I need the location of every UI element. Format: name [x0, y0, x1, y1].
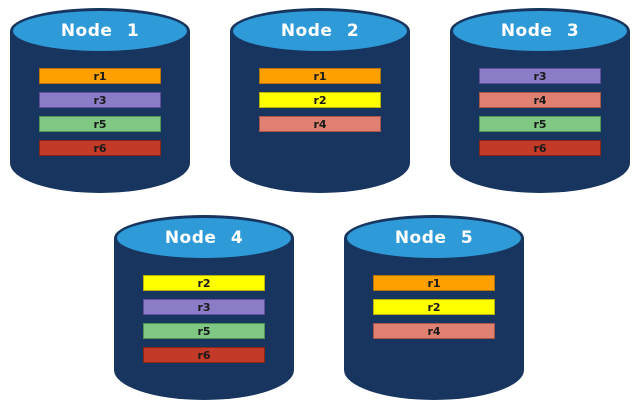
replica-bar-r3: r3 — [479, 68, 601, 84]
replica-bar-r1: r1 — [259, 68, 381, 84]
db-node-3: Node 3 r3 r4 r5 r6 — [450, 8, 630, 193]
replica-bar-r1: r1 — [373, 275, 495, 291]
replica-bar-r4: r4 — [479, 92, 601, 108]
replica-label: r2 — [197, 276, 211, 290]
replica-list: r1 r2 r4 — [230, 68, 410, 132]
db-cylinder-body — [230, 31, 410, 193]
replica-label: r2 — [313, 93, 327, 107]
replica-bar-r3: r3 — [143, 299, 265, 315]
replica-label: r1 — [313, 69, 327, 83]
replica-bar-r5: r5 — [39, 116, 161, 132]
replica-list: r1 r3 r5 r6 — [10, 68, 190, 156]
replica-label: r2 — [427, 300, 441, 314]
db-node-5: Node 5 r1 r2 r4 — [344, 215, 524, 400]
node-title: Node 4 — [164, 228, 244, 248]
replica-bar-r2: r2 — [259, 92, 381, 108]
replica-bar-r6: r6 — [479, 140, 601, 156]
replica-label: r5 — [533, 117, 547, 131]
replica-label: r3 — [93, 93, 107, 107]
replica-list: r2 r3 r5 r6 — [114, 275, 294, 363]
node-title: Node 3 — [500, 21, 580, 41]
replica-bar-r6: r6 — [143, 347, 265, 363]
replica-label: r6 — [533, 141, 547, 155]
replica-label: r1 — [427, 276, 441, 290]
db-cylinder-body — [450, 31, 630, 193]
node-title: Node 5 — [394, 228, 474, 248]
db-cylinder-top: Node 2 — [230, 8, 410, 54]
replica-label: r4 — [427, 324, 441, 338]
db-cylinder-top: Node 3 — [450, 8, 630, 54]
replica-bar-r5: r5 — [143, 323, 265, 339]
replica-bar-r1: r1 — [39, 68, 161, 84]
replica-bar-r6: r6 — [39, 140, 161, 156]
replica-label: r1 — [93, 69, 107, 83]
replica-label: r6 — [93, 141, 107, 155]
replica-list: r3 r4 r5 r6 — [450, 68, 630, 156]
node-title: Node 1 — [60, 21, 140, 41]
replica-label: r6 — [197, 348, 211, 362]
db-cylinder-body — [114, 238, 294, 400]
db-node-1: Node 1 r1 r3 r5 r6 — [10, 8, 190, 193]
replica-bar-r3: r3 — [39, 92, 161, 108]
replica-label: r3 — [197, 300, 211, 314]
replica-bar-r4: r4 — [259, 116, 381, 132]
replica-label: r4 — [313, 117, 327, 131]
replica-list: r1 r2 r4 — [344, 275, 524, 339]
replica-bar-r5: r5 — [479, 116, 601, 132]
replica-label: r3 — [533, 69, 547, 83]
replica-bar-r2: r2 — [373, 299, 495, 315]
db-cylinder-body — [344, 238, 524, 400]
node-title: Node 2 — [280, 21, 360, 41]
replica-label: r4 — [533, 93, 547, 107]
row-bottom: Node 4 r2 r3 r5 r6 Node 5 r1 r2 r4 — [114, 215, 524, 400]
db-cylinder-body — [10, 31, 190, 193]
replica-label: r5 — [197, 324, 211, 338]
row-top: Node 1 r1 r3 r5 r6 Node 2 r1 r2 r4 Node 3 r3 r4 r5 r6 — [10, 8, 630, 193]
db-cylinder-top: Node 1 — [10, 8, 190, 54]
db-cylinder-top: Node 4 — [114, 215, 294, 261]
replica-bar-r4: r4 — [373, 323, 495, 339]
db-node-4: Node 4 r2 r3 r5 r6 — [114, 215, 294, 400]
replica-label: r5 — [93, 117, 107, 131]
replica-bar-r2: r2 — [143, 275, 265, 291]
db-node-2: Node 2 r1 r2 r4 — [230, 8, 410, 193]
db-cylinder-top: Node 5 — [344, 215, 524, 261]
